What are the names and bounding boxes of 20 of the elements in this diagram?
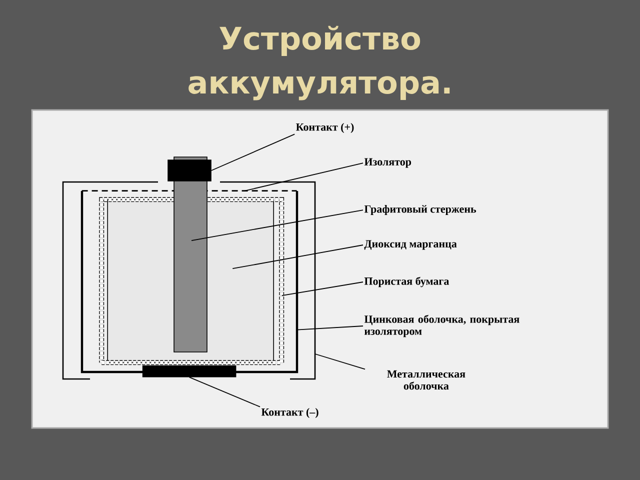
leader-line xyxy=(296,326,364,330)
part-label: Пористая бумага xyxy=(364,276,450,288)
part-label: Контакт (+) xyxy=(296,123,354,133)
contact-plate xyxy=(142,365,236,378)
leader-line xyxy=(282,282,364,296)
part-label: Диоксид марганца xyxy=(364,240,457,250)
part-label: Контакт (–) xyxy=(261,408,318,418)
leader-line xyxy=(188,376,260,408)
leader-line xyxy=(232,244,364,270)
part-label: Графитовый стержень xyxy=(364,205,476,215)
contact-cap xyxy=(168,160,212,182)
part-label: Изолятор xyxy=(364,158,412,168)
part-label: Цинковая оболочка, покрытая изолятором xyxy=(364,314,520,338)
metal-shell xyxy=(62,181,316,380)
part-label: Металлическая оболочка xyxy=(387,370,466,390)
slide-title: Устройство аккумулятора. xyxy=(188,26,450,100)
leader-line xyxy=(191,210,364,241)
leader-line xyxy=(314,354,366,370)
leader-line xyxy=(210,134,296,171)
leader-line xyxy=(244,162,364,192)
